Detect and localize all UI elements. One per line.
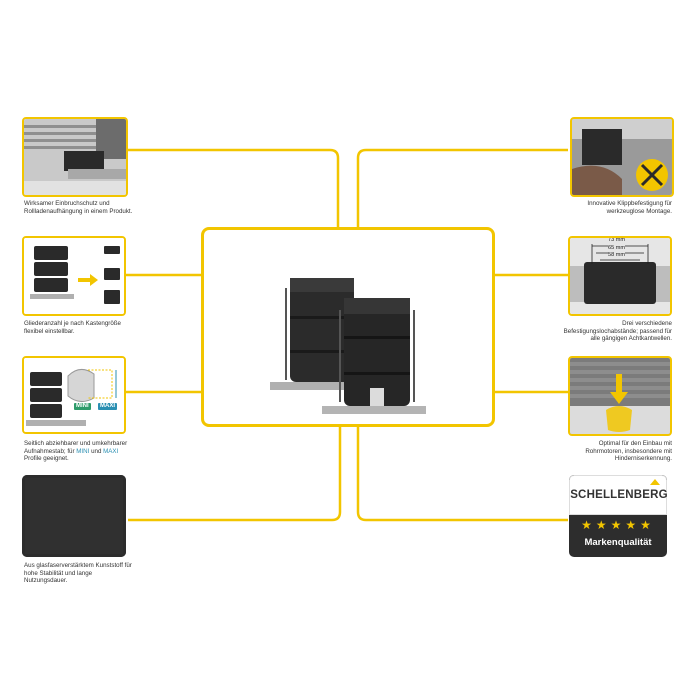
caption-left-2: Gliederanzahl je nach Kastengröße flexib… <box>24 320 121 335</box>
star-rating-icon: ★★★★★ <box>581 518 655 532</box>
caption-right-2: Drei verschiedene Befestigungslochabstän… <box>563 320 672 343</box>
mounting-rod-illustration <box>24 358 124 432</box>
arrow-icon <box>78 274 98 286</box>
caption-left-3-text-1: Seitlich abziehbarer und umkehrbarer Auf… <box>24 440 128 455</box>
arrow-down-icon <box>610 392 628 404</box>
dim-58: 58 mm <box>608 251 626 259</box>
tile-burglary-protection <box>22 117 128 197</box>
brand-quality-label: Markenqualität <box>584 537 652 548</box>
caption-left-1: Wirksamer Einbruchschutz und Rollladenau… <box>24 200 133 215</box>
caption-right-3: Optimal für den Einbau mit Rohrmotoren, … <box>585 440 672 463</box>
caption-left-3-text-2: und <box>89 447 104 455</box>
tile-clip-mounting <box>570 117 674 197</box>
brand-name: SCHELLENBERG <box>570 489 667 501</box>
connector-left-bottom <box>128 427 342 522</box>
connector-right-bottom <box>356 427 568 522</box>
tile-mounting-rod: MINI MAXI <box>22 356 126 434</box>
tile-hole-spacing: 73 mm 65 mm 58 mm <box>568 236 672 316</box>
center-product-panel <box>201 227 495 427</box>
connector-left-top <box>128 148 340 227</box>
roof-icon <box>650 479 660 485</box>
caption-left-3-maxi: MAXI <box>103 447 119 455</box>
brand-header: SCHELLENBERG <box>569 475 667 515</box>
mini-badge: MINI <box>74 403 91 410</box>
tile-fiberglass-material <box>22 475 126 557</box>
tile-tube-motor <box>568 356 672 436</box>
clip-mounting-photo <box>572 119 672 195</box>
caption-right-1: Innovative Klippbefestigung für werkzeug… <box>587 200 672 215</box>
caption-left-3-text-3: Profile geeignet. <box>24 455 69 463</box>
tube-motor-photo <box>570 358 670 434</box>
mounting-rail-front <box>322 406 426 414</box>
dim-65: 65 mm <box>608 244 626 252</box>
bracket-front <box>339 298 415 406</box>
caption-left-3: Seitlich abziehbarer und umkehrbarer Auf… <box>24 440 136 463</box>
dim-73: 73 mm <box>608 237 626 244</box>
mounting-rail-back <box>270 382 350 390</box>
tile-link-count <box>22 236 126 316</box>
bracket-back <box>285 278 354 382</box>
link-count-illustration <box>24 238 124 314</box>
shutter-photo <box>24 119 126 195</box>
hole-spacing-photo <box>570 238 670 314</box>
connector-right-top <box>356 148 568 227</box>
caption-left-4: Aus glasfaserverstärktem Kunststoff für … <box>24 562 132 585</box>
material-texture <box>22 475 126 557</box>
caption-left-3-mini: MINI <box>76 447 90 455</box>
product-image <box>270 278 426 414</box>
maxi-badge: MAXI <box>98 403 117 410</box>
brand-quality-badge: SCHELLENBERG ★★★★★ Markenqualität <box>569 475 667 557</box>
